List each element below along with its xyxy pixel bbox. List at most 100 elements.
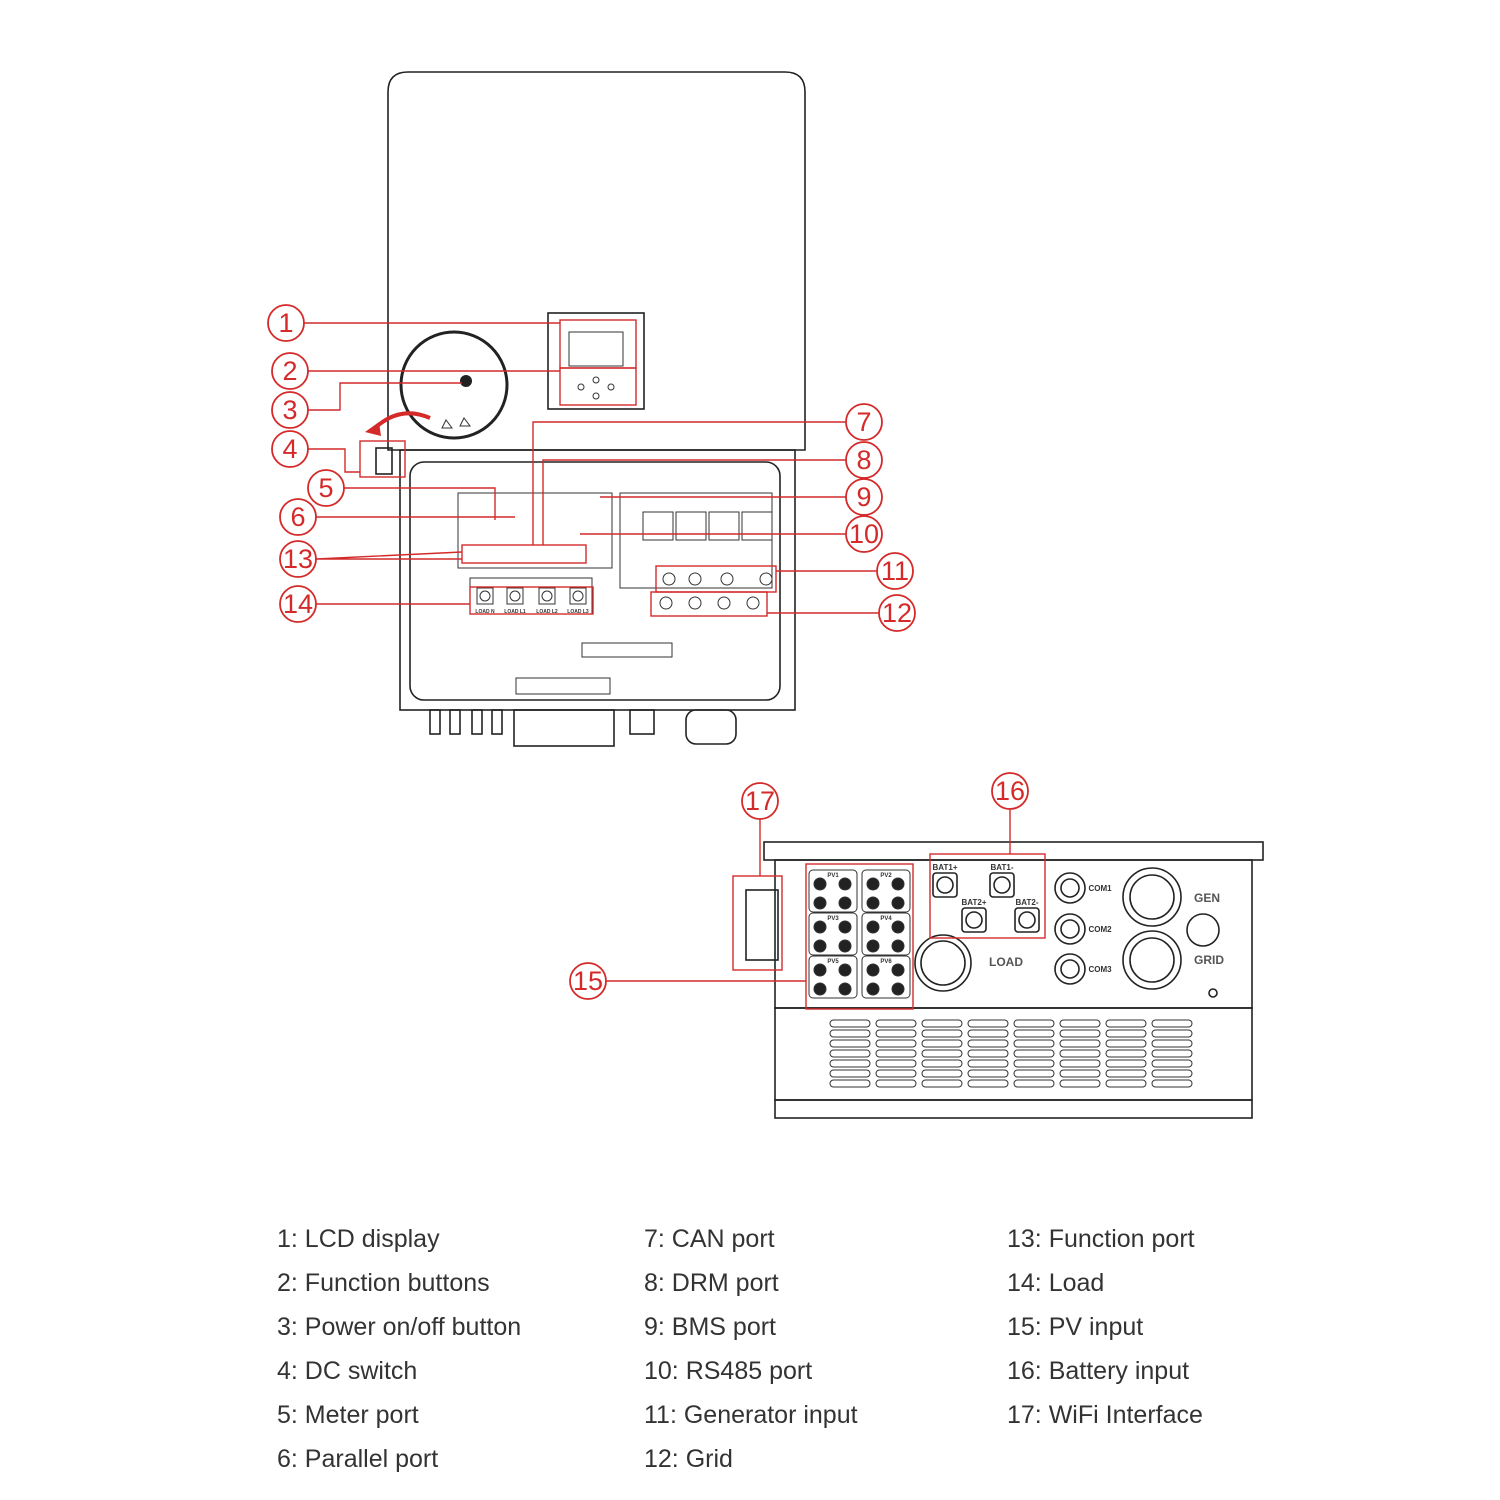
svg-text:PV4: PV4 xyxy=(880,916,892,922)
vent-slot xyxy=(1105,1019,1147,1028)
callout-8: 8 xyxy=(845,441,883,479)
callout-7: 7 xyxy=(845,403,883,441)
legend-item: 2: Function buttons xyxy=(277,1269,490,1297)
svg-text:PV3: PV3 xyxy=(827,916,839,922)
legend-item: 8: DRM port xyxy=(644,1269,779,1297)
arrow-head-icon xyxy=(365,422,381,436)
callout-15: 15 xyxy=(569,962,607,1000)
vent-slot xyxy=(1151,1059,1193,1068)
vent-slot xyxy=(1059,1069,1101,1078)
load-terminal-labels: LOAD N LOAD L1 LOAD L2 LOAD L3 xyxy=(475,609,588,615)
vent-slot xyxy=(875,1079,917,1088)
vent-slot xyxy=(967,1049,1009,1058)
svg-text:12: 12 xyxy=(882,598,912,628)
callout-1: 1 xyxy=(267,304,305,342)
callout-17: 17 xyxy=(741,782,779,820)
vent-section xyxy=(774,1007,1253,1101)
zoom-detail-circle xyxy=(399,330,509,440)
callout-13: 13 xyxy=(279,540,317,578)
svg-text:10: 10 xyxy=(849,519,879,549)
svg-text:15: 15 xyxy=(573,966,603,996)
svg-text:BAT2-: BAT2- xyxy=(1016,898,1039,907)
inverter-bottom-view: PV1 PV2 PV3 PV4 PV5 PV6 BAT1+ BAT1- BAT2… xyxy=(745,841,1264,1119)
vent-slot xyxy=(1059,1019,1101,1028)
legend-item: 6: Parallel port xyxy=(277,1445,439,1473)
lcd-panel xyxy=(547,312,645,410)
vent-slot xyxy=(1013,1019,1055,1028)
svg-text:13: 13 xyxy=(283,544,313,574)
legend-item: 9: BMS port xyxy=(644,1313,776,1341)
vent-slot xyxy=(921,1019,963,1028)
vent-slot xyxy=(1013,1069,1055,1078)
svg-text:LOAD N: LOAD N xyxy=(475,609,495,615)
vent-slot xyxy=(1151,1039,1193,1048)
vent-slot xyxy=(1105,1039,1147,1048)
load-terminals xyxy=(476,587,587,605)
legend-item: 17: WiFi Interface xyxy=(1007,1401,1203,1429)
callout-10: 10 xyxy=(845,515,883,553)
callout-2: 2 xyxy=(271,352,309,390)
vent-slot xyxy=(875,1059,917,1068)
vent-slot xyxy=(921,1059,963,1068)
vent-slot xyxy=(1013,1029,1055,1038)
vent-slot xyxy=(875,1039,917,1048)
svg-text:14: 14 xyxy=(283,589,313,619)
load-gland xyxy=(914,934,972,992)
svg-text:COM1: COM1 xyxy=(1088,884,1112,893)
control-board xyxy=(457,492,613,569)
svg-text:1: 1 xyxy=(278,308,293,338)
callout-12: 12 xyxy=(878,594,916,632)
vent-slot xyxy=(1105,1069,1147,1078)
svg-text:8: 8 xyxy=(856,445,871,475)
svg-text:COM2: COM2 xyxy=(1088,925,1112,934)
svg-text:5: 5 xyxy=(318,473,333,503)
vent-slot xyxy=(967,1069,1009,1078)
vent-slot xyxy=(875,1019,917,1028)
bottom-feet xyxy=(774,1099,1253,1119)
lcd-screen xyxy=(568,331,624,367)
callout-11: 11 xyxy=(876,552,914,590)
vent-slot xyxy=(829,1039,871,1048)
vent-slot xyxy=(1151,1069,1193,1078)
svg-text:3: 3 xyxy=(282,395,297,425)
vent-slot xyxy=(967,1079,1009,1088)
legend-item: 4: DC switch xyxy=(277,1357,418,1385)
vent-slot xyxy=(829,1069,871,1078)
vent-slot xyxy=(967,1059,1009,1068)
svg-text:PV2: PV2 xyxy=(880,873,892,879)
legend-item: 14: Load xyxy=(1007,1269,1105,1297)
legend-item: 5: Meter port xyxy=(277,1401,419,1429)
vent-slot xyxy=(1059,1059,1101,1068)
legend-item: 12: Grid xyxy=(644,1445,733,1473)
callout-14: 14 xyxy=(279,585,317,623)
legend-item: 1: LCD display xyxy=(277,1225,440,1253)
legend-column-3: 13: Function port 14: Load 15: PV input … xyxy=(1007,1217,1203,1437)
vent-slot xyxy=(921,1079,963,1088)
vent-slot xyxy=(1151,1019,1193,1028)
callout-markers: 1 2 3 4 5 6 7 8 9 10 11 12 13 14 15 16 1… xyxy=(267,304,1029,1000)
svg-text:GEN: GEN xyxy=(1194,891,1220,905)
dc-switch xyxy=(375,447,393,475)
vent-slot xyxy=(1151,1049,1193,1058)
power-button-icon xyxy=(460,375,472,387)
svg-text:LOAD L2: LOAD L2 xyxy=(536,609,558,615)
wiring-box-inner xyxy=(409,461,781,701)
front-cover xyxy=(387,71,806,451)
legend-item: 7: CAN port xyxy=(644,1225,775,1253)
svg-text:16: 16 xyxy=(995,776,1025,806)
svg-text:2: 2 xyxy=(282,356,297,386)
callout-9: 9 xyxy=(845,478,883,516)
vent-slot xyxy=(1105,1029,1147,1038)
svg-text:6: 6 xyxy=(290,502,305,532)
vent-slot xyxy=(1151,1029,1193,1038)
callout-3: 3 xyxy=(271,391,309,429)
vent-slot xyxy=(1013,1049,1055,1058)
svg-text:4: 4 xyxy=(282,434,297,464)
callout-16: 16 xyxy=(991,772,1029,810)
wifi-module xyxy=(745,889,779,961)
vent-slot xyxy=(921,1029,963,1038)
vent-slot xyxy=(1105,1059,1147,1068)
svg-text:LOAD L1: LOAD L1 xyxy=(504,609,526,615)
vent-slot xyxy=(1013,1039,1055,1048)
